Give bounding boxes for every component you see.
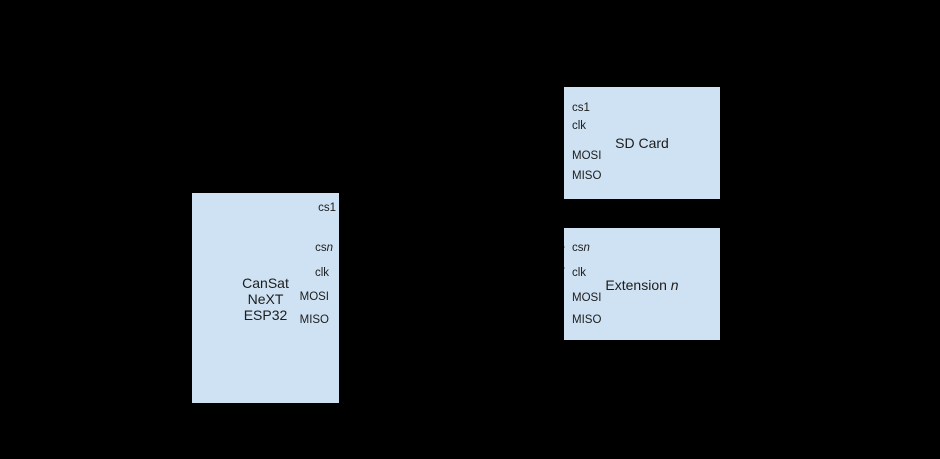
wire-arrowhead-csn xyxy=(559,244,565,250)
extension-block-title: Extension n xyxy=(564,277,720,293)
extension-pin-clk: clk xyxy=(572,266,586,280)
extension-n-block: Extension n csn clk MOSI MISO xyxy=(564,228,720,340)
cansat-title-line-3: ESP32 xyxy=(243,307,288,323)
sd-card-block: SD Card cs1 clk MOSI MISO xyxy=(564,87,720,199)
pin-italic-suffix: n xyxy=(583,242,590,254)
pin-text: MOSI xyxy=(299,291,329,303)
pin-text: cs1 xyxy=(572,102,590,114)
pin-text: MOSI xyxy=(572,292,602,304)
cansat-pin-mosi: MOSI xyxy=(300,290,329,304)
cansat-next-esp32-block: CanSat NeXT ESP32 cs1 csn clk MOSI MISO xyxy=(192,193,339,403)
cansat-pin-csn: csn xyxy=(315,241,333,255)
cansat-block-title: CanSat NeXT ESP32 xyxy=(192,275,339,323)
extension-title-italic: n xyxy=(670,277,679,293)
pin-text: clk xyxy=(572,120,587,132)
cansat-title-line-2: NeXT xyxy=(247,291,284,307)
pin-italic-suffix: n xyxy=(326,242,333,254)
extension-pin-mosi: MOSI xyxy=(572,291,601,305)
extension-title-text: Extension xyxy=(605,277,671,293)
pin-text: MISO xyxy=(572,314,602,326)
pin-text: MOSI xyxy=(572,150,602,162)
sd-card-block-title: SD Card xyxy=(615,135,669,151)
wire-arrowhead-clk xyxy=(559,265,565,271)
extension-pin-miso: MISO xyxy=(572,313,601,327)
sd-pin-miso: MISO xyxy=(572,169,601,183)
pin-text: cs1 xyxy=(318,202,336,214)
pin-text: clk xyxy=(572,267,587,279)
pin-text: MISO xyxy=(572,170,602,182)
pin-text: cs xyxy=(572,242,584,254)
sd-pin-clk: clk xyxy=(572,119,586,133)
cansat-pin-miso: MISO xyxy=(300,313,329,327)
cansat-title-line-1: CanSat xyxy=(242,275,289,291)
pin-text: MISO xyxy=(299,314,329,326)
sd-pin-mosi: MOSI xyxy=(572,149,601,163)
sd-pin-cs1: cs1 xyxy=(572,101,590,115)
cansat-pin-clk: clk xyxy=(315,266,329,280)
pin-text: cs xyxy=(315,242,327,254)
extension-pin-csn: csn xyxy=(572,241,590,255)
pin-text: clk xyxy=(314,267,329,279)
cansat-pin-cs1: cs1 xyxy=(318,201,336,215)
